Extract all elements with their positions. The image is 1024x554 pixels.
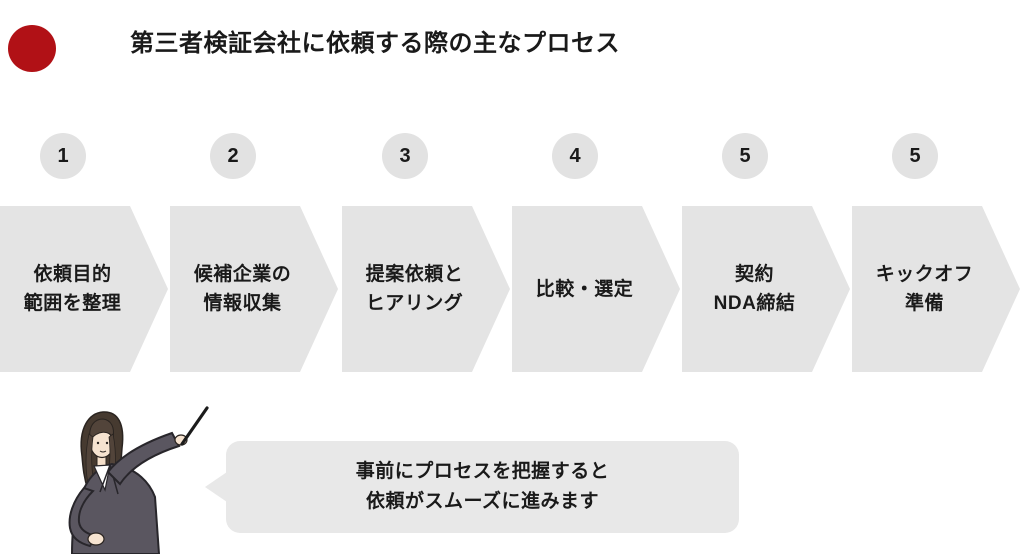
arm-raised	[106, 431, 181, 486]
hand-on-hip	[87, 532, 105, 546]
step-label-line: 依頼目的	[33, 264, 112, 285]
process-step-1: 1 依頼目的 範囲を整理	[0, 133, 168, 373]
step-number-badge: 3	[382, 133, 428, 179]
shirt-collar	[93, 464, 111, 492]
step-label-line: 契約	[734, 264, 774, 285]
step-number-badge: 5	[722, 133, 768, 179]
red-dot-icon	[8, 25, 56, 72]
speech-bubble-tail	[205, 472, 227, 502]
step-label-line: NDA締結	[713, 293, 796, 314]
step-label-line: 準備	[904, 293, 944, 314]
pointer-stick	[180, 406, 209, 446]
eye-right	[105, 441, 109, 445]
process-step-5: 5 契約 NDA締結	[682, 133, 850, 373]
step-label: 提案依頼と ヒアリング	[342, 206, 487, 372]
step-label-line: ヒアリング	[365, 293, 464, 314]
presenter-woman-illustration	[68, 406, 209, 554]
process-step-4: 4 比較・選定	[512, 133, 680, 373]
step-label-line: 比較・選定	[535, 278, 634, 300]
step-label-line: キックオフ	[875, 264, 974, 285]
step-arrow-shape	[512, 206, 680, 372]
page-title: 第三者検証会社に依頼する際の主なプロセス	[130, 30, 620, 57]
mouth	[99, 450, 107, 453]
hair-bangs	[89, 418, 114, 442]
step-label: キックオフ 準備	[852, 206, 997, 372]
step-arrow-shape	[852, 206, 1020, 372]
step-number-badge: 1	[40, 133, 86, 179]
process-step-3: 3 提案依頼と ヒアリング	[342, 133, 510, 373]
speech-bubble-line: 依頼がスムーズに進みます	[365, 491, 600, 512]
step-label-line: 情報収集	[203, 293, 282, 314]
step-label: 比較・選定	[512, 206, 657, 372]
process-step-6: 5 キックオフ 準備	[852, 133, 1020, 373]
step-arrow-shape	[170, 206, 338, 372]
step-label-line: 提案依頼と	[365, 264, 464, 285]
step-number-badge: 5	[892, 133, 938, 179]
step-number-badge: 2	[210, 133, 256, 179]
step-arrow-shape	[0, 206, 168, 372]
step-arrow-shape	[682, 206, 850, 372]
step-label: 候補企業の 情報収集	[170, 206, 315, 372]
step-label-line: 範囲を整理	[23, 293, 122, 314]
step-label: 契約 NDA締結	[682, 206, 827, 372]
step-arrow-shape	[342, 206, 510, 372]
process-step-2: 2 候補企業の 情報収集	[170, 133, 338, 373]
speech-bubble-line: 事前にプロセスを把握すると	[355, 461, 610, 482]
step-label-line: 候補企業の	[193, 264, 292, 285]
speech-bubble: 事前にプロセスを把握すると 依頼がスムーズに進みます	[226, 441, 739, 533]
step-label: 依頼目的 範囲を整理	[0, 206, 145, 372]
step-number-badge: 4	[552, 133, 598, 179]
eye-left	[96, 441, 100, 445]
